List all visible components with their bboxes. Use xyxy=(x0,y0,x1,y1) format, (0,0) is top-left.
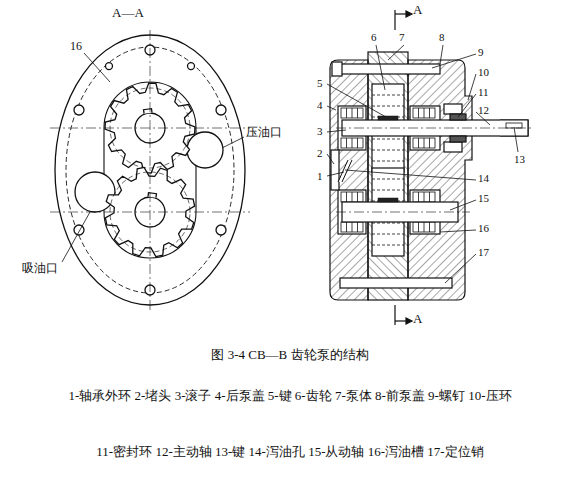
callout-number: 15 xyxy=(478,192,489,205)
callout-number: 8 xyxy=(439,31,445,44)
section-mark: A xyxy=(413,3,422,18)
callout-number: 10 xyxy=(478,66,489,79)
parts-list: 11-密封环 12-主动轴 13-键 14-泻油孔 15-从动轴 16-泻油槽 … xyxy=(6,440,574,465)
view-label: 压油口 xyxy=(246,126,282,140)
callout-number: 12 xyxy=(478,104,489,117)
callout-number: 17 xyxy=(478,246,489,259)
section-mark: A xyxy=(413,312,422,327)
callout-number: 9 xyxy=(478,46,484,59)
callout-number: 16 xyxy=(478,222,489,235)
view-label: A—A xyxy=(112,6,144,21)
callout-number: 7 xyxy=(399,31,405,44)
callout-number: 4 xyxy=(317,99,323,112)
callout-number: 14 xyxy=(478,172,489,185)
callout-number: 5 xyxy=(317,77,323,90)
section-view xyxy=(50,30,250,310)
view-label: 吸油口 xyxy=(22,262,58,276)
callout-number: 6 xyxy=(371,31,377,44)
callout-number: 11 xyxy=(478,86,489,99)
view-label: 16 xyxy=(70,40,82,54)
callout-number: 2 xyxy=(317,147,323,160)
callout-number: 1 xyxy=(317,170,323,183)
callout-number: 13 xyxy=(514,153,525,166)
callout-number: 3 xyxy=(317,125,323,138)
figure-caption: 图 3-4 CB—B 齿轮泵的结构 xyxy=(0,348,580,363)
parts-list: 1-轴承外环 2-堵头 3-滚子 4-后泵盖 5-键 6-齿轮 7-泵体 8-前… xyxy=(6,384,574,409)
longitudinal-section xyxy=(327,10,534,325)
